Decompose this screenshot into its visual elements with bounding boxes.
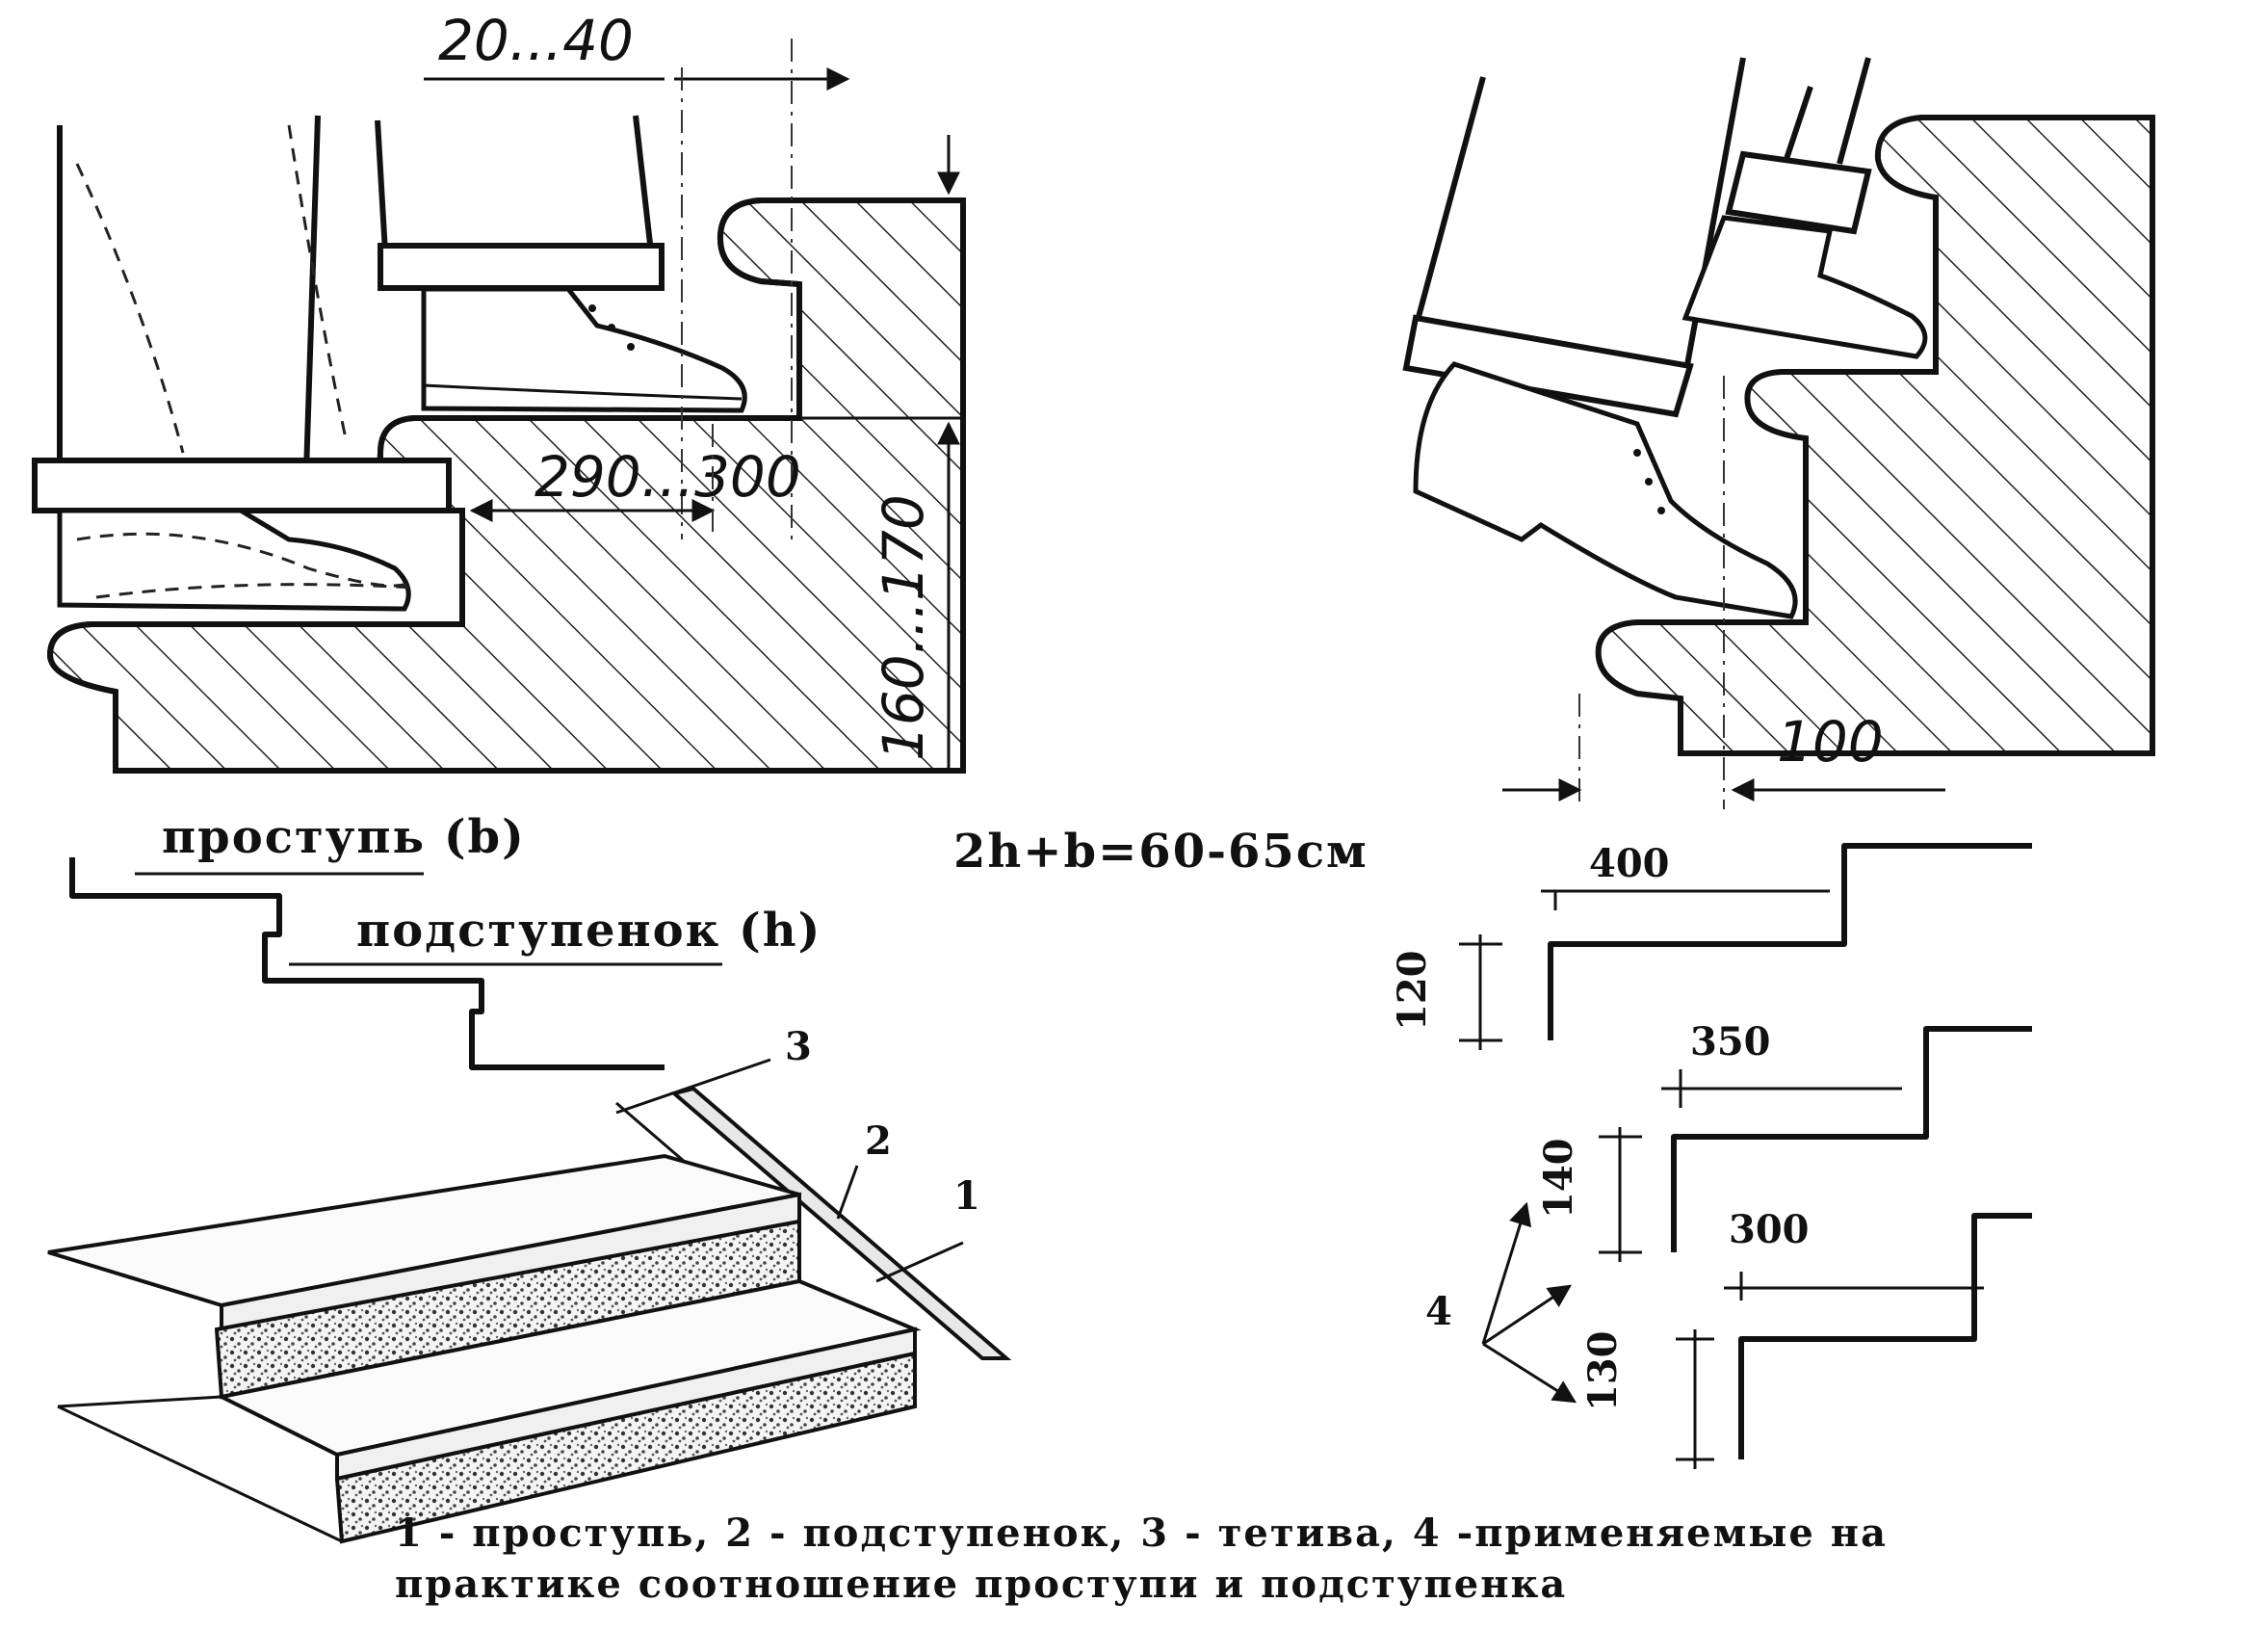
ratio-marker-4: 4 bbox=[1425, 1289, 1452, 1334]
right-lower-cuff bbox=[1402, 314, 1694, 418]
ratio1-tread: 400 bbox=[1589, 841, 1670, 886]
right-lower-shoe bbox=[1413, 361, 1798, 619]
number-1: 1 bbox=[953, 1173, 980, 1219]
riser-height-label: 160...170 bbox=[871, 494, 936, 761]
number-3: 3 bbox=[785, 1024, 812, 1069]
left-stair-detail: 20...40 290...300 160...170 bbox=[32, 8, 966, 774]
upper-cuff bbox=[378, 243, 665, 291]
ratio-diagram: 400 120 350 140 300 130 4 bbox=[1390, 841, 2032, 1469]
lower-riser bbox=[334, 1351, 917, 1544]
ratio2-riser: 140 bbox=[1536, 1139, 1581, 1220]
tread-label: 290...300 bbox=[534, 444, 801, 510]
nosing-offset-label: 20...40 bbox=[438, 8, 634, 73]
stair-perspective: 3 2 1 bbox=[47, 1024, 1012, 1544]
left-cuff bbox=[32, 458, 452, 513]
upper-shoe bbox=[421, 286, 747, 413]
caption-line-2: практике соотношение проступи и подступе… bbox=[395, 1562, 1567, 1607]
step-profile: проступь (b) подступенок (h) bbox=[69, 810, 821, 1070]
right-upper-cuff bbox=[1725, 150, 1872, 235]
ratio3-riser: 130 bbox=[1580, 1331, 1626, 1412]
right-upper-shoe bbox=[1681, 215, 1928, 359]
tread-term-label: проступь (b) bbox=[162, 810, 526, 864]
ratio3-tread: 300 bbox=[1729, 1207, 1810, 1252]
caption-line-1: 1 - проступь, 2 - подступенок, 3 - тетив… bbox=[395, 1511, 1888, 1556]
foot-overhang-label: 100 bbox=[1777, 709, 1884, 775]
step-formula: 2h+b=60-65см bbox=[953, 825, 1369, 879]
ratio2-tread: 350 bbox=[1690, 1019, 1771, 1064]
left-shoe bbox=[57, 508, 411, 612]
riser-term-label: подступенок (h) bbox=[356, 904, 821, 958]
right-stair-detail: 100 bbox=[1402, 57, 2155, 809]
right-stair-section bbox=[1595, 115, 2155, 756]
ratio1-riser: 120 bbox=[1390, 951, 1435, 1032]
number-2: 2 bbox=[865, 1118, 892, 1164]
